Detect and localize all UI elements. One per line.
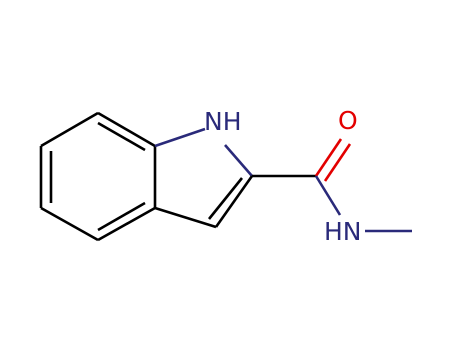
amide-group [252,138,412,233]
bond-c2-c3-inner [207,177,244,220]
bond-c7a-c7 [97,111,156,148]
bond-n1-c2 [224,144,253,177]
bond-c2-c3 [214,175,254,228]
benzene-ring [39,111,157,242]
bond-c7a-c7-inner [97,121,146,152]
bond-c3-c3a [154,206,217,229]
bond-carbonyl-o-outer [314,138,343,177]
pyrrole-ring [154,127,254,229]
bond-c4-c3a [97,206,156,242]
amide-nh-label: HN [324,217,362,246]
bond-c5-c4 [40,206,99,242]
bond-carbonyl-o-inner [323,143,352,182]
carbonyl-oxygen-label: O [338,106,358,135]
indole-nh-label: NH [204,107,242,136]
bond-c7a-n1 [154,127,206,148]
bond-c7-c6 [40,111,99,148]
bond-c4-c3a-inner [97,201,146,232]
bond-carbonyl-n [314,175,342,216]
